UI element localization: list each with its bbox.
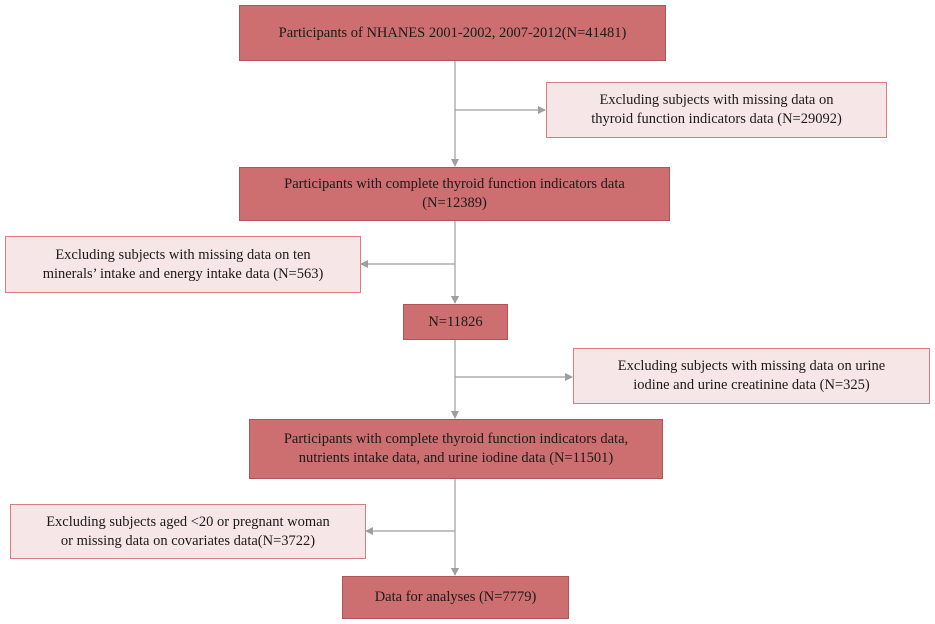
exclusion-box-1-line-1: Excluding subjects with missing data on bbox=[599, 92, 834, 109]
step-2-box-line-1: Participants with complete thyroid funct… bbox=[284, 176, 625, 193]
step-4-box: Participants with complete thyroid funct… bbox=[249, 419, 663, 479]
step-3-box-line-1: N=11826 bbox=[428, 313, 483, 330]
exclusion-box-1: Excluding subjects with missing data on … bbox=[546, 82, 887, 138]
step-4-box-line-2: nutrients intake data, and urine iodine … bbox=[298, 450, 614, 466]
exclusion-box-3-line-1: Excluding subjects with missing data on … bbox=[617, 358, 886, 375]
step-4-box-line-1: Participants with complete thyroid funct… bbox=[283, 431, 629, 448]
exclusion-box-1-line-2: thyroid function indicators data (N=2909… bbox=[591, 111, 842, 127]
step-3-box: N=11826 bbox=[403, 304, 508, 340]
step-2-box-line-2: (N=12389) bbox=[422, 195, 487, 211]
exclusion-box-3-line-2: iodine and urine creatinine data (N=325) bbox=[633, 377, 870, 393]
final-box-line-1: Data for analyses (N=7779) bbox=[374, 589, 537, 606]
final-box: Data for analyses (N=7779) bbox=[342, 576, 569, 619]
step-2-box: Participants with complete thyroid funct… bbox=[239, 167, 670, 221]
exclusion-box-4-line-2: or missing data on covariates data(N=372… bbox=[60, 532, 316, 549]
exclusion-box-2: Excluding subjects with missing data on … bbox=[5, 236, 361, 293]
exclusion-box-2-line-1: Excluding subjects with missing data on … bbox=[55, 246, 311, 263]
exclusion-box-2-line-2: minerals’ intake and energy intake data … bbox=[42, 265, 324, 282]
start-box: Participants of NHANES 2001-2002, 2007-2… bbox=[239, 5, 666, 61]
exclusion-box-3: Excluding subjects with missing data on … bbox=[573, 348, 930, 404]
exclusion-box-4: Excluding subjects aged <20 or pregnant … bbox=[10, 504, 366, 559]
exclusion-box-4-line-1: Excluding subjects aged <20 or pregnant … bbox=[46, 513, 330, 530]
start-box-line-1: Participants of NHANES 2001-2002, 2007-2… bbox=[278, 24, 627, 41]
